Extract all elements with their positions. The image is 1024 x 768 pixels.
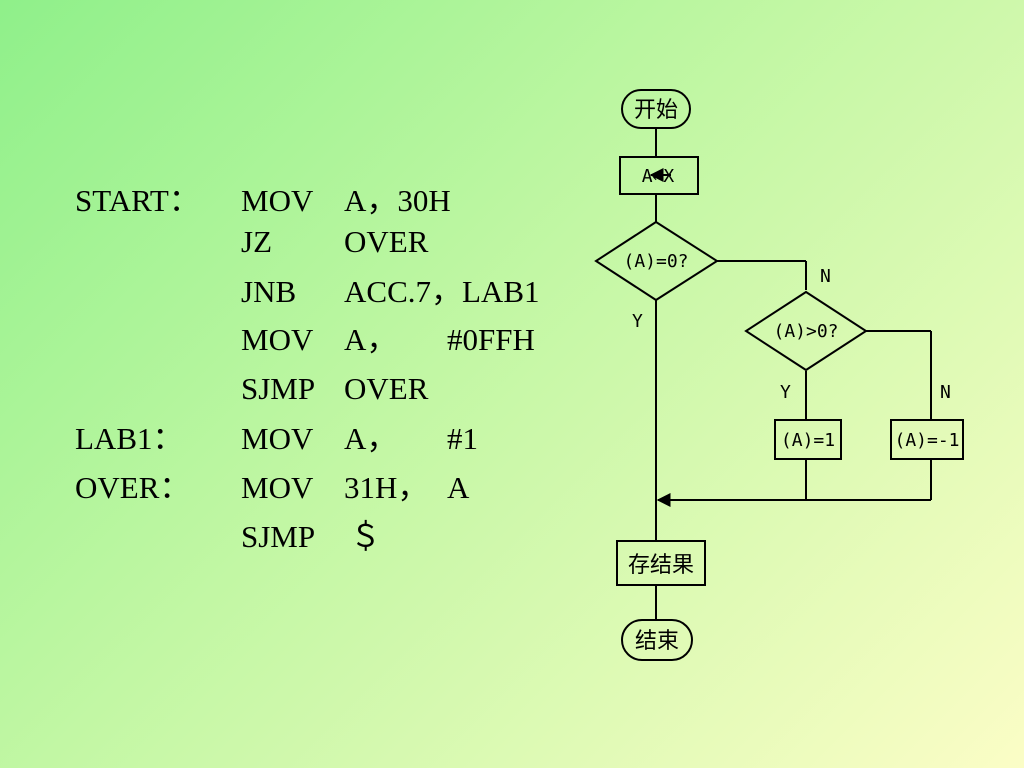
code-operand-2: #0FFH (447, 322, 535, 357)
code-operand-2: A (447, 470, 470, 505)
code-opcode: SJMP (241, 519, 316, 554)
decision-zero (594, 220, 719, 302)
result-negative-label: (A)=-1 (894, 430, 959, 451)
decision-positive-label: (A)>0? (773, 321, 838, 342)
end-terminal (621, 619, 693, 661)
code-opcode: JNB (241, 274, 297, 309)
code-operand: OVER (344, 371, 429, 406)
code-operand: OVER (344, 224, 429, 259)
store-label: 存结果 (628, 553, 694, 578)
code-opcode: MOV (241, 183, 314, 218)
store-box (616, 540, 706, 586)
result-negative-box (890, 419, 964, 460)
code-operand-2: #1 (447, 421, 478, 456)
assign-label: A←X (642, 166, 675, 187)
code-opcode: SJMP (241, 371, 316, 406)
decision-positive (744, 290, 868, 372)
end-label: 结束 (635, 629, 679, 654)
code-opcode: MOV (241, 421, 314, 456)
code-operand: ＄ (350, 519, 381, 554)
result-positive-box (774, 419, 842, 460)
assign-box (619, 156, 699, 195)
assembly-code: START： MOV A，30H JZ OVER JNB ACC.7，LAB1 … (75, 183, 540, 554)
code-operand: A， (344, 322, 398, 357)
decision-zero-label: (A)=0? (623, 251, 688, 272)
code-operand: ACC.7，LAB1 (344, 274, 540, 309)
code-label: LAB1： (75, 421, 184, 456)
code-opcode: MOV (241, 470, 314, 505)
yes-label: Y (780, 382, 791, 403)
start-terminal (621, 89, 691, 129)
code-opcode: JZ (241, 224, 272, 259)
code-operand: A， (344, 421, 398, 456)
yes-label: Y (632, 311, 643, 332)
code-opcode: MOV (241, 322, 314, 357)
start-label: 开始 (634, 98, 678, 123)
result-positive-label: (A)=1 (781, 430, 835, 451)
no-label: N (940, 382, 951, 403)
code-operand: 31H， (344, 470, 429, 505)
code-operand: A，30H (344, 183, 451, 218)
code-label: START： (75, 183, 200, 218)
no-label: N (820, 266, 831, 287)
code-label: OVER： (75, 470, 191, 505)
